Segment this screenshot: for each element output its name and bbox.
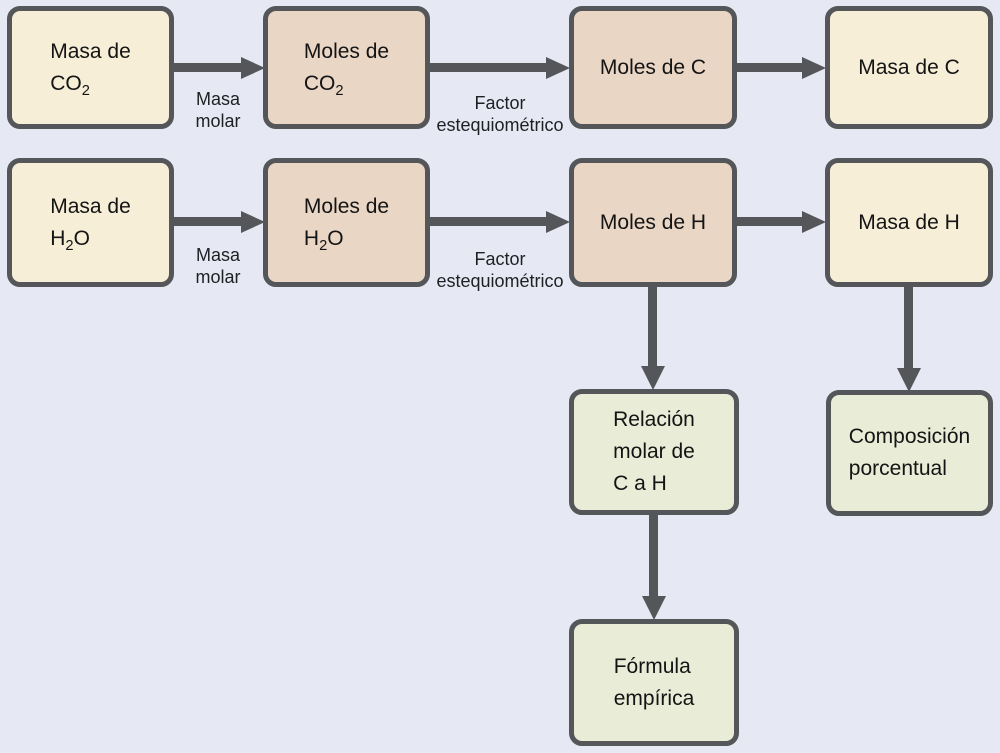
box-masa-c: Masa de C <box>825 6 993 129</box>
box-moles-c: Moles de C <box>569 6 737 129</box>
box-moles-h: Moles de H <box>569 158 737 287</box>
box-masa-h: Masa de H <box>825 158 993 287</box>
box-moles-c-label: Moles de C <box>599 55 707 79</box>
box-moles-h-label: Moles de H <box>599 210 707 234</box>
box-masa-c-label: Masa de C <box>858 55 960 79</box>
box-masa-h-label: Masa de H <box>858 210 960 234</box>
